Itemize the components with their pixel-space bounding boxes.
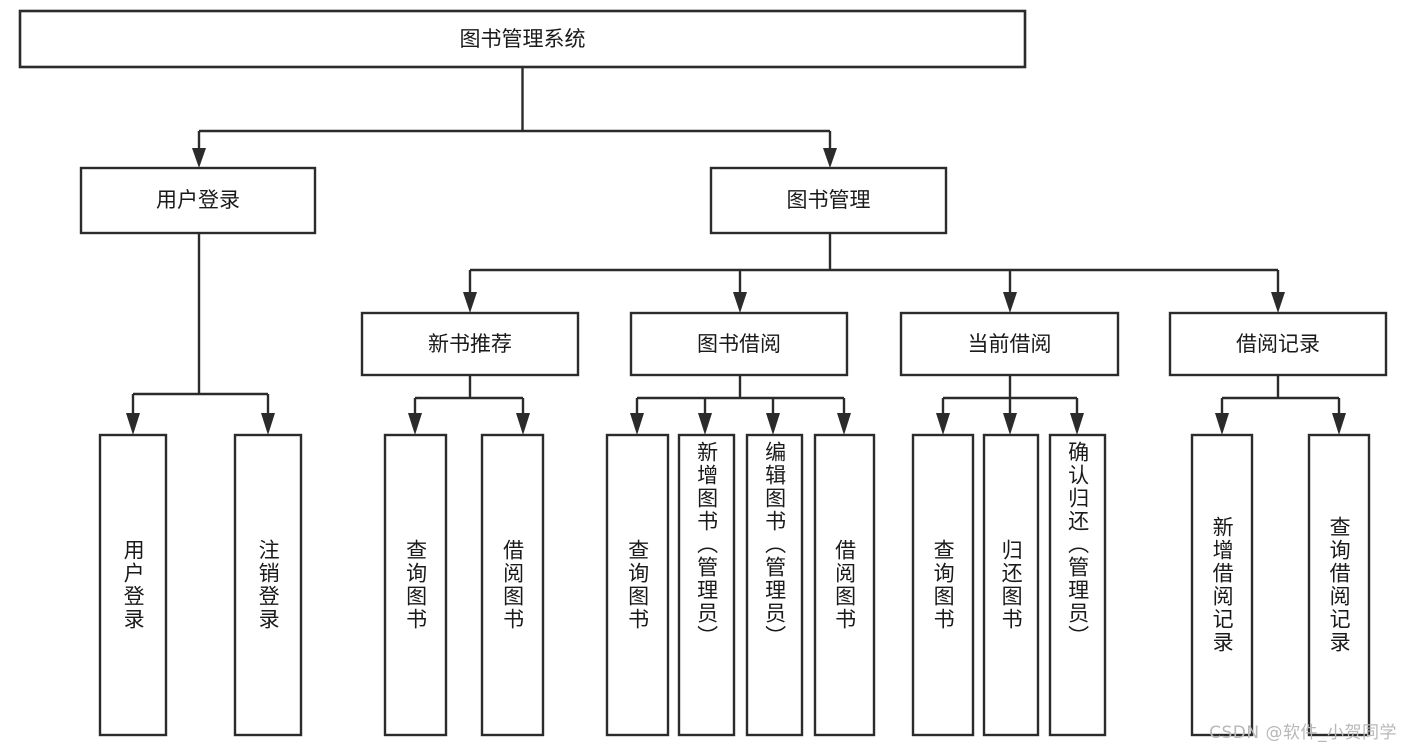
- arrow-to-leaf-query-book-1: [408, 413, 422, 435]
- node-user-login[interactable]: 用户登录: [79, 166, 317, 235]
- connector-group-borrow-record-to-leaves: [1215, 375, 1346, 435]
- arrow-to-borrow-record: [1271, 292, 1285, 313]
- arrow-to-user-login: [192, 148, 206, 168]
- leaf-user-login-box[interactable]: [98, 433, 168, 737]
- connector-group-book-borrow-to-leaves: [630, 375, 851, 435]
- arrow-to-leaf-return-book: [1003, 413, 1017, 435]
- node-root[interactable]: 图书管理系统: [18, 9, 1027, 69]
- node-new-book-recommend[interactable]: 新书推荐: [360, 311, 580, 377]
- connector-root-branch: [197, 67, 832, 156]
- arrow-to-leaf-add-record: [1215, 413, 1229, 435]
- node-book-borrow-box[interactable]: [629, 311, 849, 377]
- leaf-query-book-2-box[interactable]: [605, 433, 670, 737]
- node-book-borrow-label: 图书借阅: [697, 332, 781, 356]
- arrow-to-leaf-query-record: [1332, 413, 1346, 435]
- arrow-to-book-borrow: [733, 292, 747, 313]
- leaf-node-boxes: [98, 433, 1371, 737]
- node-current-borrow[interactable]: 当前借阅: [899, 311, 1120, 377]
- arrow-to-leaf-logout-login: [261, 413, 275, 435]
- leaf-query-record-box[interactable]: [1307, 433, 1371, 737]
- leaf-add-record-box[interactable]: [1190, 433, 1254, 737]
- node-book-borrow[interactable]: 图书借阅: [629, 311, 849, 377]
- arrow-to-leaf-user-login: [126, 413, 140, 435]
- node-user-login-label: 用户登录: [156, 188, 240, 212]
- arrow-to-leaf-query-book-3: [936, 413, 950, 435]
- node-new-book-recommend-label: 新书推荐: [428, 332, 512, 356]
- node-borrow-record-label: 借阅记录: [1236, 332, 1320, 356]
- connector-group-user-login-to-leaves: [126, 233, 275, 435]
- arrow-to-new-book-recommend: [463, 292, 477, 313]
- arrow-to-leaf-edit-book: [766, 413, 780, 435]
- leaf-logout-login-box[interactable]: [233, 433, 303, 737]
- leaf-confirm-return-box[interactable]: [1048, 433, 1107, 737]
- leaf-query-book-1-box[interactable]: [383, 433, 448, 737]
- leaf-borrow-book-2-box[interactable]: [813, 433, 876, 737]
- connector-book-manage-branch: [468, 233, 1280, 300]
- node-root-box[interactable]: [18, 9, 1027, 69]
- connector-borrow-record-branch: [1220, 375, 1341, 420]
- leaf-query-book-3-box[interactable]: [911, 433, 975, 737]
- connector-user-login-branch: [131, 233, 270, 420]
- connector-group-new-book-recommend-to-leaves: [408, 375, 530, 435]
- connector-group-book-manage-to-level3: [463, 233, 1285, 313]
- node-new-book-recommend-box[interactable]: [360, 311, 580, 377]
- node-user-login-box[interactable]: [79, 166, 317, 235]
- leaf-return-book-box[interactable]: [982, 433, 1040, 737]
- leaf-borrow-book-1-box[interactable]: [480, 433, 545, 737]
- node-current-borrow-box[interactable]: [899, 311, 1120, 377]
- connector-group-root-to-level2: [192, 67, 837, 168]
- arrow-to-leaf-borrow-book-2: [837, 413, 851, 435]
- watermark: CSDN @软件_小贺同学: [1209, 723, 1397, 743]
- node-book-manage[interactable]: 图书管理: [709, 166, 948, 235]
- connector-current-borrow-branch: [941, 375, 1079, 420]
- arrow-to-leaf-confirm-return: [1070, 413, 1084, 435]
- leaf-add-book-box[interactable]: [677, 433, 736, 737]
- arrow-to-current-borrow: [1003, 292, 1017, 313]
- arrow-to-leaf-borrow-book-1: [516, 413, 530, 435]
- connector-group-current-borrow-to-leaves: [936, 375, 1084, 435]
- node-book-manage-box[interactable]: [709, 166, 948, 235]
- arrow-to-book-manage: [823, 148, 837, 168]
- node-borrow-record[interactable]: 借阅记录: [1168, 311, 1388, 377]
- node-borrow-record-box[interactable]: [1168, 311, 1388, 377]
- leaf-edit-book-box[interactable]: [745, 433, 804, 737]
- arrow-to-leaf-add-book: [698, 413, 712, 435]
- arrow-to-leaf-query-book-2: [630, 413, 644, 435]
- node-book-manage-label: 图书管理: [787, 188, 871, 212]
- node-root-label: 图书管理系统: [460, 27, 586, 51]
- connector-new-book-recommend-branch: [413, 375, 525, 420]
- node-current-borrow-label: 当前借阅: [968, 332, 1052, 356]
- connector-book-borrow-branch: [635, 375, 846, 420]
